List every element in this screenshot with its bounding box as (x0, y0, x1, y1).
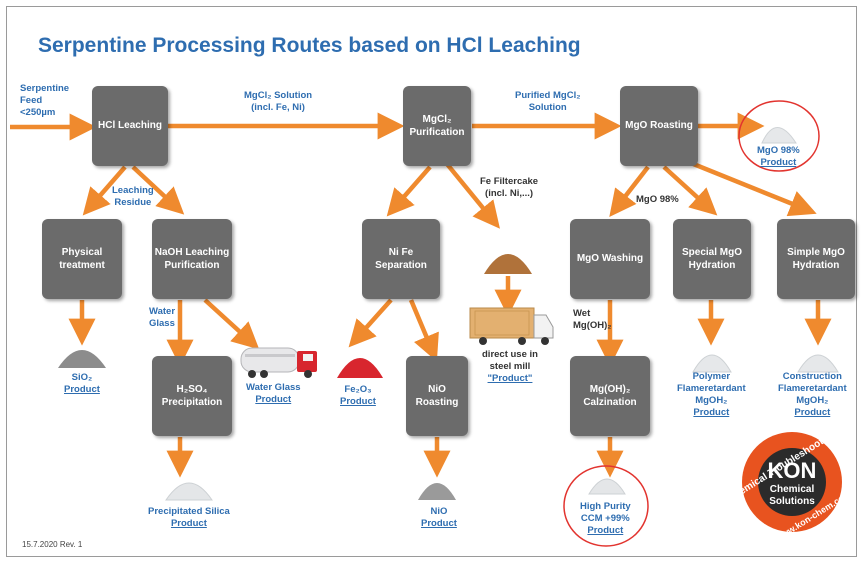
logo-chemical-text: Chemical (769, 484, 815, 495)
label-mgo98-mid: MgO 98% (636, 194, 679, 205)
filtercake-pile-image (484, 254, 532, 274)
arrow-nife-to-fe2o3 (348, 298, 393, 348)
page-title: Serpentine Processing Routes based on HC… (38, 34, 581, 57)
box-mgo-roasting: MgO Roasting (620, 86, 698, 166)
arrow-leaching-to-physical (82, 165, 127, 216)
arrow-purification-to-filtercake (445, 162, 500, 229)
box-mgcl2-purification: MgCl₂ Purification (403, 86, 471, 166)
box-h2so4-precipitation: H₂SO₄ Precipitation (152, 356, 232, 436)
label-fe-filtercake: Fe Filtercake(incl. Ni,...) (480, 176, 539, 199)
mgo98-pile-image (761, 127, 797, 144)
ccm-pile-image (588, 478, 626, 495)
box-special-mgo-hydration: Special MgO Hydration (673, 219, 751, 299)
box-simple-mgo-hydration: Simple MgO Hydration (777, 219, 855, 299)
footer-revision: 15.7.2020 Rev. 1 (22, 540, 83, 549)
box-physical-treatment: Physical treatment (42, 219, 122, 299)
label-mgcl2-solution: MgCl₂ Solution(incl. Fe, Ni) (244, 90, 313, 113)
ccm-highlight-circle (563, 465, 649, 547)
arrow-roasting-to-special (662, 165, 718, 216)
box-hcl-leaching: HCl Leaching (92, 86, 168, 166)
sio2-pile-image (58, 350, 106, 368)
box-naoh-leaching: NaOH Leaching Purification (152, 219, 232, 299)
product-mgo98: MgO 98%Product (757, 145, 800, 168)
arrow-leaching-to-naoh (131, 165, 185, 215)
arrow-naoh-to-waterglass (203, 298, 260, 350)
construction-pile-image (797, 354, 839, 373)
polymer-pile-image (692, 354, 732, 373)
fe2o3-pile-image (337, 358, 383, 378)
kon-logo: KON Chemical Solutions (742, 432, 842, 532)
silica-pile-image (165, 482, 213, 501)
logo-kon-text: KON (767, 458, 817, 483)
nio-pile-image (418, 483, 456, 500)
box-nio-roasting: NiO Roasting (406, 356, 468, 436)
box-mgoh2-calzination: Mg(OH)₂ Calzination (570, 356, 650, 436)
arrow-roasting-to-simple (685, 158, 817, 217)
logo-solutions-text: Solutions (769, 496, 815, 507)
mgo98-highlight-circle (738, 100, 820, 172)
arrow-purification-to-nife (386, 165, 432, 217)
mgcl2-purification-label: MgCl₂ Purification (409, 113, 465, 139)
tank-truck-image (240, 347, 317, 378)
arrow-nife-to-nio (408, 299, 439, 362)
box-nife-separation: Ni Fe Separation (362, 219, 440, 299)
arrow-roasting-to-washing (609, 165, 650, 217)
box-truck-image (469, 307, 554, 345)
box-mgo-washing: MgO Washing (570, 219, 650, 299)
